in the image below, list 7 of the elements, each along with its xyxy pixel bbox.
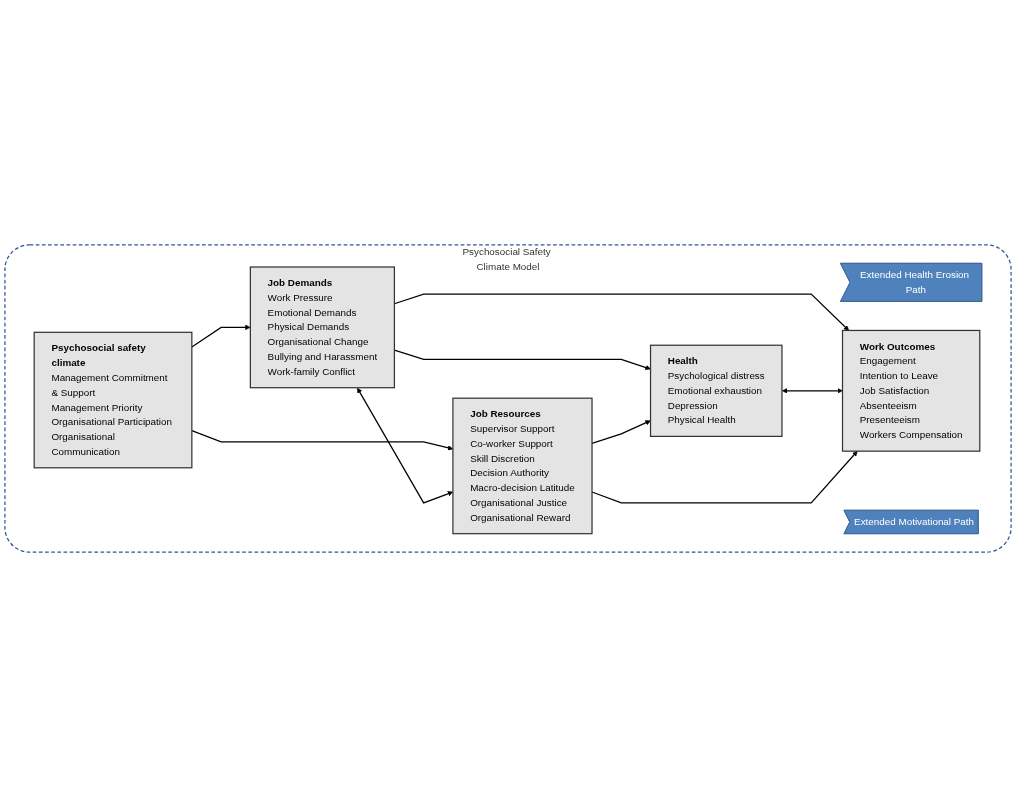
arrow bbox=[781, 388, 843, 394]
arrow bbox=[191, 324, 251, 348]
node-box: Job Resources Supervisor Support Co-worker Support Skill Discretion Decision Authority Macro-decision Latitude Organisational Justice Organisational Reward bbox=[452, 397, 593, 535]
node-box: Health Psychological distress Emotional exhaustion Depression Physical Health bbox=[649, 344, 783, 437]
node-box: Job Demands Work Pressure Emotional Demands Physical Demands Organisational Change Bullying and Harassment Work-family Conflict bbox=[249, 266, 395, 389]
node-box: Work Outcomes Engagement Intention to Leave Job Satisfaction Absenteeism Presenteeism Workers Compensation bbox=[841, 329, 981, 452]
node-box: Psychosocial safety climate Management Commitment & Support Management Priority Organisational Participation Organisational Communication bbox=[33, 331, 193, 469]
